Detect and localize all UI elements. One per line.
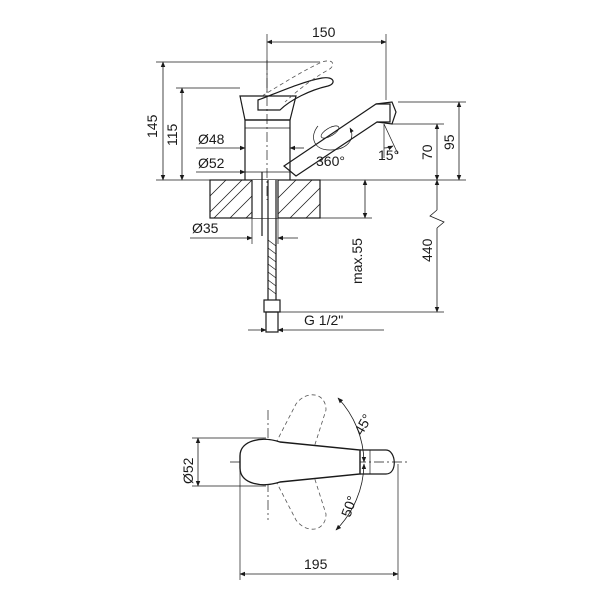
label-angle-15: 15° [378, 147, 399, 163]
label-angle-45: 45° [351, 411, 375, 437]
label-height-95: 95 [441, 134, 457, 150]
dim-70-95: 70 95 [320, 101, 466, 181]
dim-angle-50: 50° [335, 463, 367, 531]
dim-145: 145 [144, 61, 320, 181]
label-height-70: 70 [419, 144, 435, 160]
label-top-diameter-52: Ø52 [180, 457, 196, 484]
dim-150: 150 [266, 24, 387, 100]
mixer-body [239, 60, 334, 200]
label-diameter-35: Ø35 [192, 220, 219, 236]
label-rotation-360: 360° [316, 153, 345, 169]
lever-ghost-positions [265, 394, 327, 530]
dim-thread: G 1/2" [248, 312, 384, 333]
dim-top-diameter-52: Ø52 [180, 437, 266, 487]
label-width-195: 195 [304, 556, 328, 572]
label-max-55: max.55 [349, 238, 365, 284]
label-diameter-48: Ø48 [198, 131, 225, 147]
label-150: 150 [312, 24, 336, 40]
label-145: 145 [144, 114, 160, 138]
dim-body-diameters: Ø48 Ø52 [196, 131, 304, 175]
dim-angle-15: 15° [378, 123, 399, 163]
front-view: 150 145 115 Ø48 Ø52 360° [144, 24, 466, 333]
label-diameter-52: Ø52 [198, 155, 225, 171]
label-thread: G 1/2" [304, 312, 343, 328]
top-view: Ø52 45° 50° 195 [180, 394, 410, 580]
lever-handle-top [239, 438, 395, 486]
dim-width-195: 195 [239, 464, 399, 580]
label-115: 115 [164, 123, 180, 146]
supply-hose [261, 172, 281, 333]
dim-115: 115 [164, 87, 240, 181]
label-angle-50: 50° [338, 494, 360, 519]
countertop-section [209, 179, 321, 219]
dim-diameter-35: Ø35 [190, 218, 298, 244]
dim-max-55: max.55 [320, 179, 372, 284]
spout [283, 101, 397, 177]
label-hose-440: 440 [419, 238, 435, 262]
dim-hose-440: 440 [280, 179, 445, 313]
